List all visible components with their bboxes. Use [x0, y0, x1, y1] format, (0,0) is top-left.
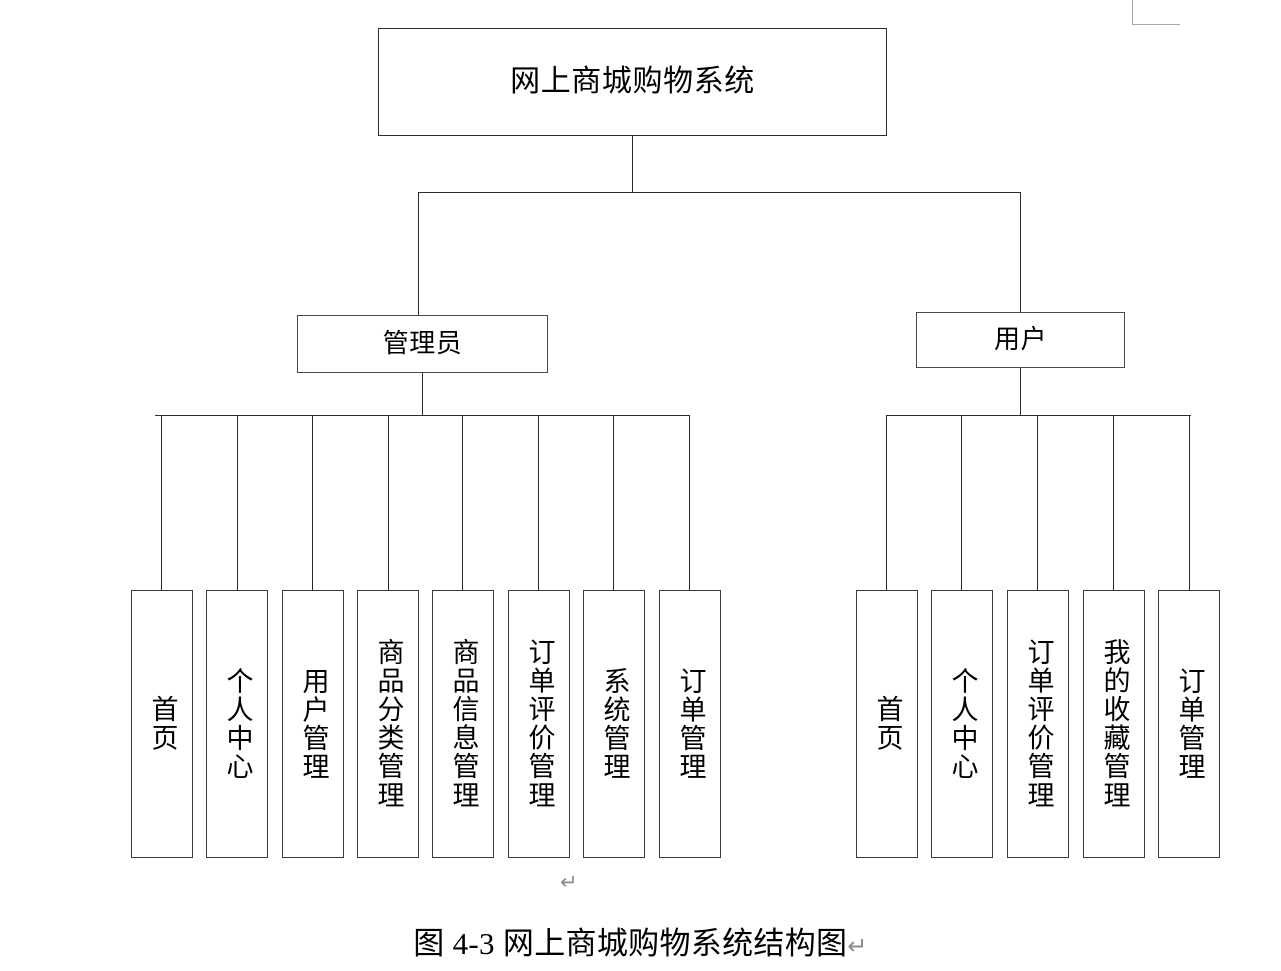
node-leaf-admin-7[interactable]: 系统管理	[583, 590, 645, 858]
paragraph-return-mark: ↵	[560, 870, 578, 894]
connector-bus-to-admin	[418, 192, 420, 316]
node-leaf-user-1[interactable]: 首页	[856, 590, 918, 858]
node-leaf-admin-5-label: 商品信息管理	[448, 638, 479, 810]
figure-caption-text: 图 4-3 网上商城购物系统结构图	[413, 926, 848, 961]
connector-user-drop-2	[961, 415, 963, 591]
connector-admin-drop-2	[237, 415, 239, 591]
node-leaf-admin-2[interactable]: 个人中心	[206, 590, 268, 858]
page-margin-guide-horizontal	[1132, 24, 1180, 25]
node-leaf-user-4[interactable]: 我的收藏管理	[1083, 590, 1145, 858]
node-root-label: 网上商城购物系统	[510, 65, 755, 99]
connector-admin-drop-3	[312, 415, 314, 591]
connector-admin-drop-5	[462, 415, 464, 591]
node-leaf-admin-6[interactable]: 订单评价管理	[508, 590, 570, 858]
figure-caption: 图 4-3 网上商城购物系统结构图↵	[0, 918, 1281, 963]
node-leaf-admin-3[interactable]: 用户管理	[282, 590, 344, 858]
node-leaf-admin-3-label: 用户管理	[298, 666, 329, 782]
connector-user-drop-3	[1037, 415, 1039, 591]
connector-admin-drop-7	[613, 415, 615, 591]
connector-admin-drop-6	[538, 415, 540, 591]
connector-admin-drop-4	[388, 415, 390, 591]
node-leaf-admin-4[interactable]: 商品分类管理	[357, 590, 419, 858]
connector-root-stem	[632, 136, 634, 193]
node-branch-user-label: 用户	[993, 324, 1048, 354]
connector-user-drop-4	[1113, 415, 1115, 591]
connector-user-bus	[886, 415, 1191, 417]
node-root-system[interactable]: 网上商城购物系统	[378, 28, 887, 136]
node-leaf-admin-7-label: 系统管理	[599, 666, 630, 782]
node-leaf-admin-4-label: 商品分类管理	[373, 638, 404, 810]
node-leaf-user-2[interactable]: 个人中心	[931, 590, 993, 858]
connector-root-bus	[418, 192, 1021, 194]
node-leaf-user-5[interactable]: 订单管理	[1158, 590, 1220, 858]
connector-bus-to-user	[1020, 192, 1022, 316]
connector-user-stem	[1020, 368, 1022, 416]
connector-admin-bus	[155, 415, 690, 417]
node-leaf-user-4-label: 我的收藏管理	[1099, 638, 1130, 810]
connector-admin-drop-1	[161, 415, 163, 591]
node-branch-user[interactable]: 用户	[916, 312, 1125, 368]
node-leaf-user-3[interactable]: 订单评价管理	[1007, 590, 1069, 858]
node-branch-admin-label: 管理员	[382, 328, 463, 358]
connector-user-drop-1	[886, 415, 888, 591]
node-leaf-admin-8[interactable]: 订单管理	[659, 590, 721, 858]
node-leaf-user-3-label: 订单评价管理	[1023, 638, 1054, 810]
connector-admin-stem	[422, 373, 424, 416]
node-leaf-user-1-label: 首页	[872, 695, 903, 753]
node-branch-admin[interactable]: 管理员	[297, 315, 548, 373]
node-leaf-user-2-label: 个人中心	[947, 666, 978, 782]
connector-user-drop-5	[1189, 415, 1191, 591]
connector-admin-drop-8	[689, 415, 691, 591]
figure-caption-return-mark: ↵	[847, 932, 868, 960]
node-leaf-user-5-label: 订单管理	[1174, 666, 1205, 782]
node-leaf-admin-8-label: 订单管理	[675, 666, 706, 782]
node-leaf-admin-6-label: 订单评价管理	[524, 638, 555, 810]
node-leaf-admin-1-label: 首页	[147, 695, 178, 753]
node-leaf-admin-1[interactable]: 首页	[131, 590, 193, 858]
node-leaf-admin-5[interactable]: 商品信息管理	[432, 590, 494, 858]
node-leaf-admin-2-label: 个人中心	[222, 666, 253, 782]
page-margin-guide-vertical	[1132, 0, 1133, 25]
